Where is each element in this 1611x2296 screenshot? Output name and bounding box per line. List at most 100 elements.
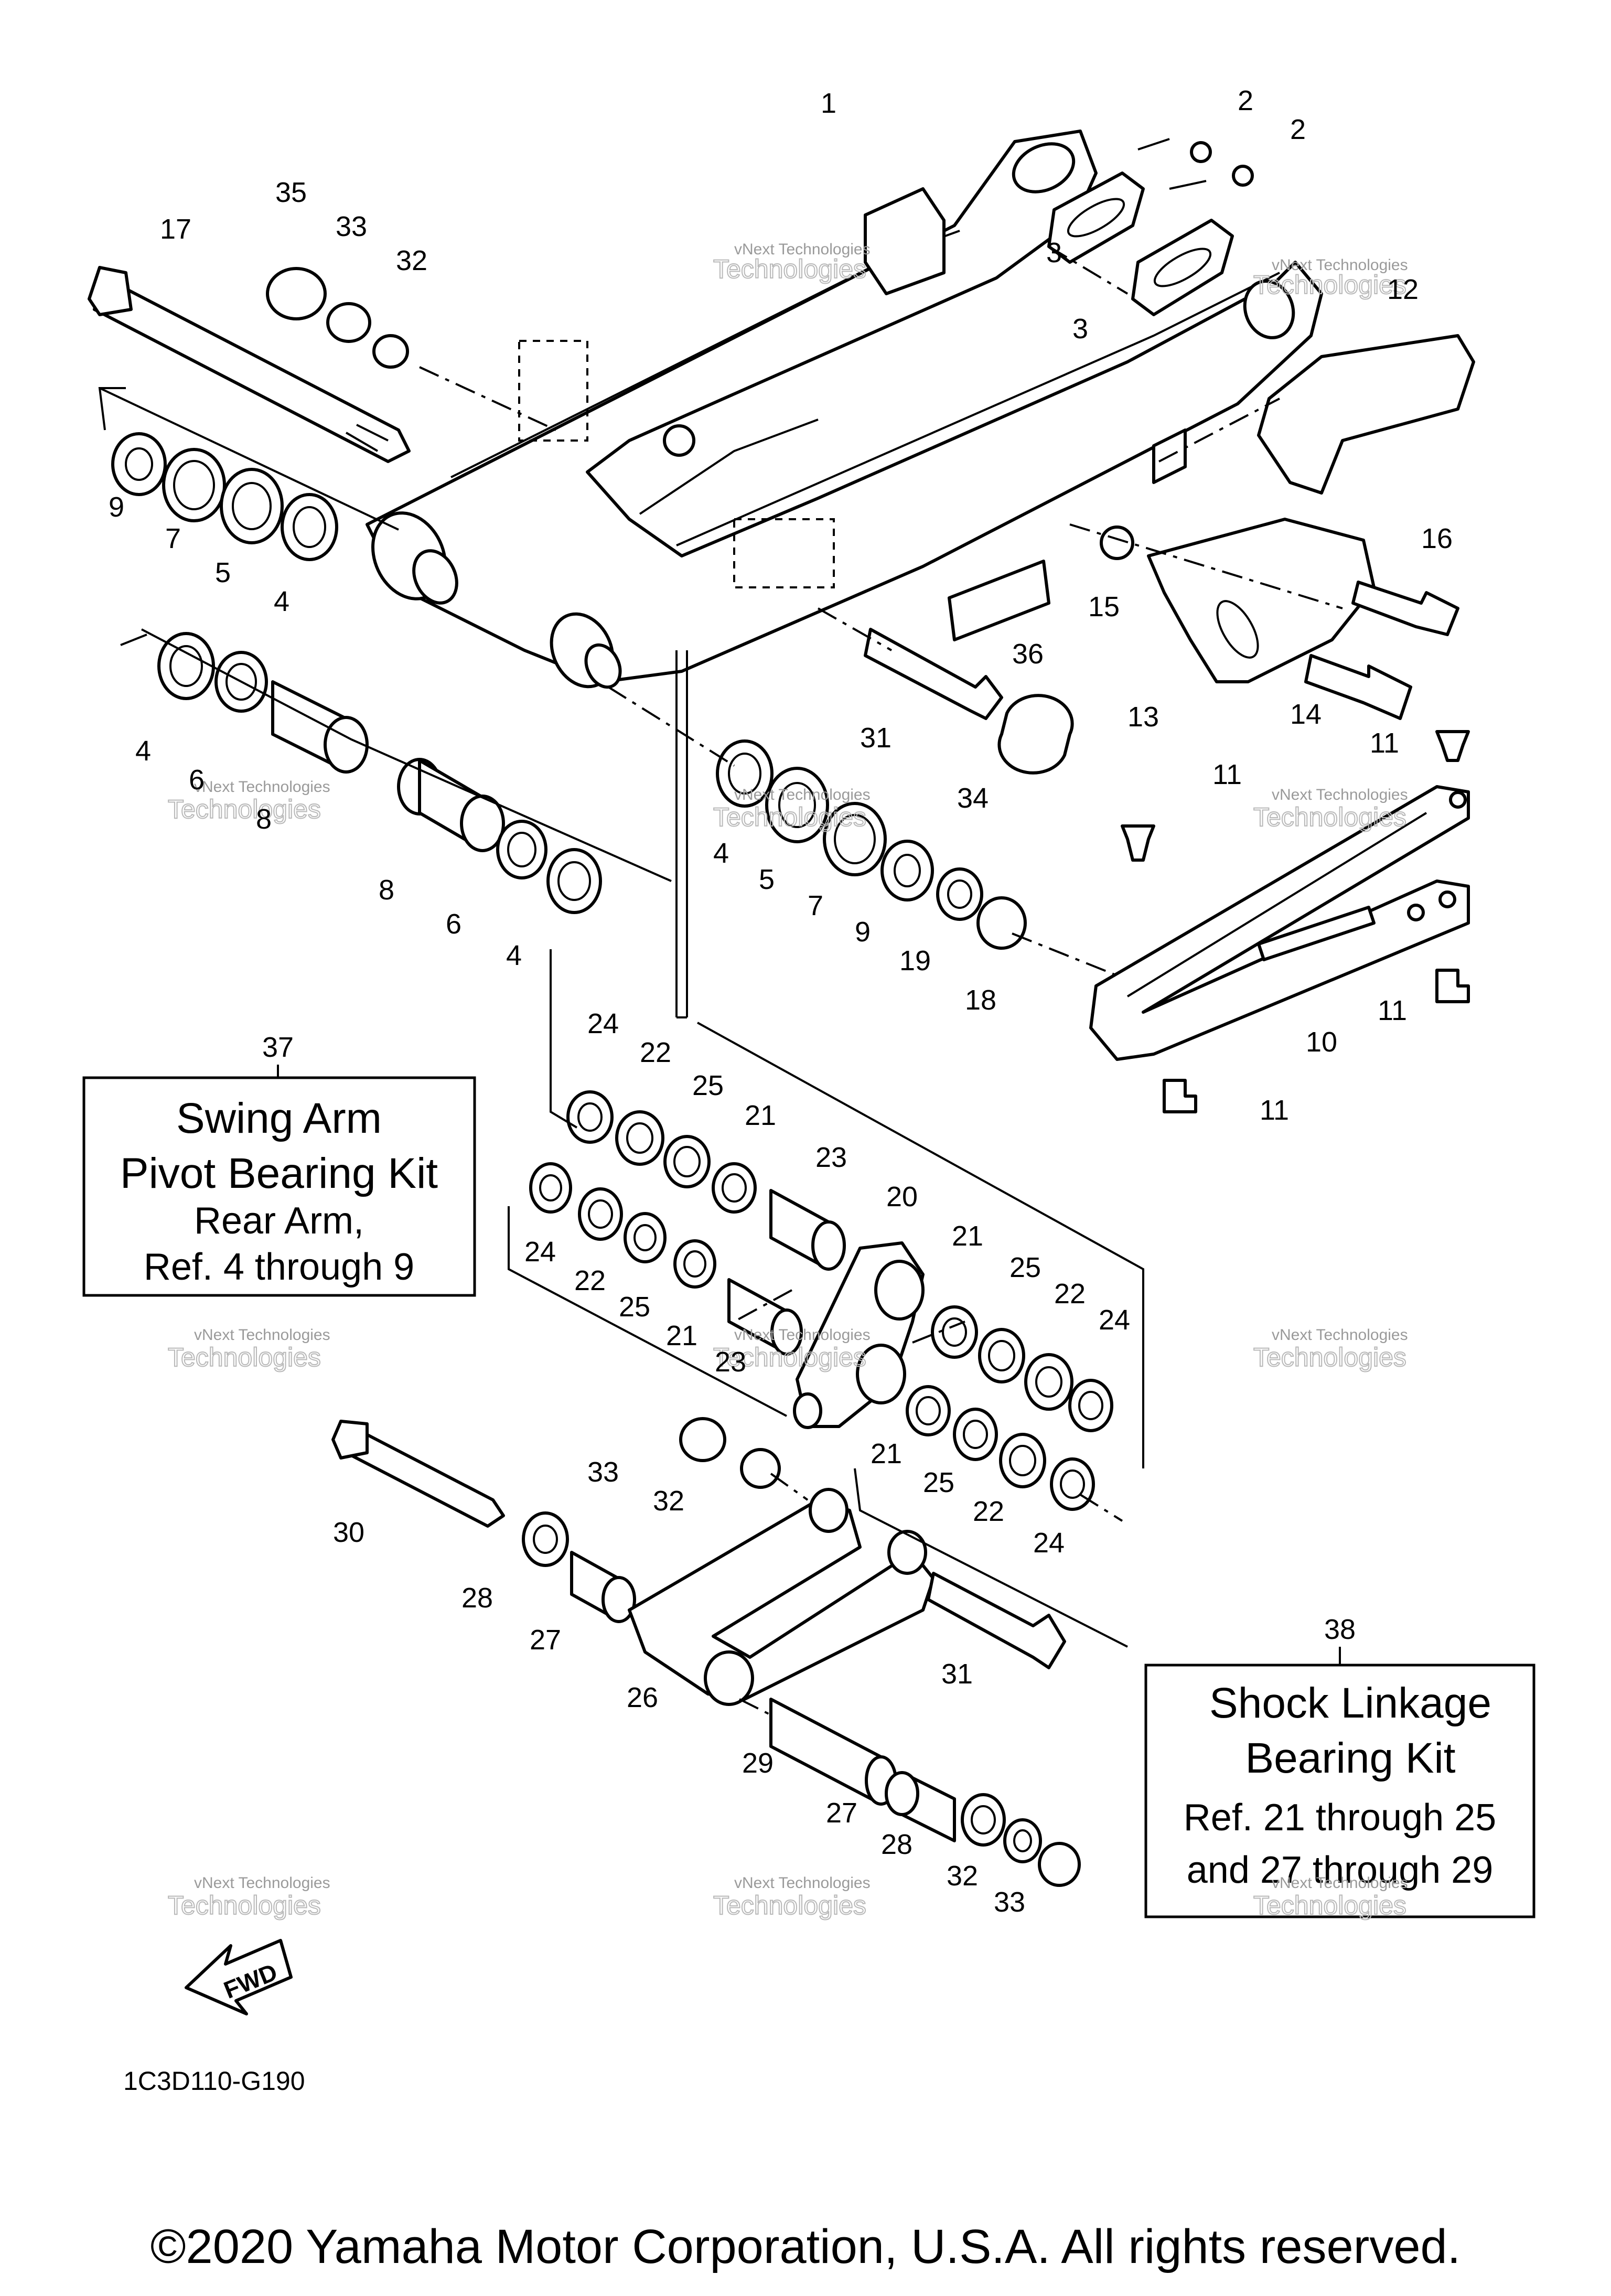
watermark: Technologies xyxy=(713,1343,866,1372)
bolt-16 xyxy=(1351,581,1459,636)
bolt-14 xyxy=(1304,654,1412,720)
callout-17: 17 xyxy=(160,213,191,245)
callout-21: 21 xyxy=(745,1100,776,1131)
callout-32: 32 xyxy=(947,1860,978,1892)
callout-25: 25 xyxy=(692,1070,724,1101)
callout-23: 23 xyxy=(815,1142,847,1173)
callout-2: 2 xyxy=(1290,114,1306,145)
callout-36: 36 xyxy=(1012,638,1044,670)
lower-left-bearings xyxy=(157,632,602,914)
watermark: Technologies xyxy=(713,254,866,284)
drawing-code: 1C3D110-G190 xyxy=(123,2066,305,2096)
screw-11a xyxy=(1435,730,1470,762)
chain-adjuster-plates xyxy=(1047,138,1254,316)
callout-10: 10 xyxy=(1306,1026,1337,1058)
chain-guide xyxy=(1257,334,1475,495)
callout-18: 18 xyxy=(965,984,996,1016)
watermark: vNext Technologies xyxy=(734,1326,871,1344)
callout-22: 22 xyxy=(1054,1278,1086,1310)
watermark: Technologies xyxy=(1253,802,1406,832)
callout-34: 34 xyxy=(957,782,989,814)
left-pivot-bearings xyxy=(111,432,338,561)
kit-38-line1: Shock Linkage xyxy=(1209,1679,1491,1727)
chain-guide-bracket xyxy=(1147,518,1376,683)
watermark: vNext Technologies xyxy=(734,1874,871,1892)
watermark: vNext Technologies xyxy=(1272,1874,1408,1892)
kit-37-line4: Ref. 4 through 9 xyxy=(144,1246,414,1288)
watermark: Technologies xyxy=(713,802,866,832)
watermark: vNext Technologies xyxy=(194,1326,330,1344)
callout-4: 4 xyxy=(274,586,289,617)
kit-37-line2: Pivot Bearing Kit xyxy=(120,1150,438,1197)
collar-35 xyxy=(266,267,327,320)
nut-33 xyxy=(326,302,371,343)
callout-31: 31 xyxy=(860,722,892,754)
fwd-arrow-icon: FWD xyxy=(185,1939,293,2015)
callout-14: 14 xyxy=(1290,699,1322,730)
callout-22: 22 xyxy=(574,1265,606,1296)
callout-16: 16 xyxy=(1421,523,1453,554)
callout-12: 12 xyxy=(1387,274,1419,305)
callout-11: 11 xyxy=(1370,727,1399,759)
watermark: vNext Technologies xyxy=(734,786,871,803)
callout-15: 15 xyxy=(1088,591,1120,623)
watermark: Technologies xyxy=(1253,270,1406,299)
callout-27: 27 xyxy=(530,1624,561,1656)
callout-21: 21 xyxy=(666,1320,697,1351)
callout-33: 33 xyxy=(336,211,367,242)
callout-11: 11 xyxy=(1378,995,1407,1026)
callout-21: 21 xyxy=(871,1438,902,1469)
watermark: Technologies xyxy=(713,1891,866,1920)
callout-25: 25 xyxy=(619,1291,650,1323)
callout-24: 24 xyxy=(524,1236,556,1268)
copyright-footer: ©2020 Yamaha Motor Corporation, U.S.A. A… xyxy=(151,2220,1460,2273)
callout-8: 8 xyxy=(379,874,394,906)
watermark: Technologies xyxy=(168,795,321,824)
connecting-rod-group xyxy=(331,1417,1081,1887)
callout-5: 5 xyxy=(215,557,231,588)
callout-5: 5 xyxy=(759,864,775,895)
callout-29: 29 xyxy=(742,1747,774,1779)
watermark: vNext Technologies xyxy=(1272,256,1408,274)
callout-2: 2 xyxy=(1238,85,1253,116)
watermark: Technologies xyxy=(168,1343,321,1372)
washer-32 xyxy=(372,334,409,369)
callout-33: 33 xyxy=(994,1886,1025,1918)
callout-24: 24 xyxy=(1033,1527,1065,1559)
kit-38-box: 38 Shock Linkage Bearing Kit Ref. 21 thr… xyxy=(1144,1614,1535,1918)
callout-25: 25 xyxy=(923,1467,954,1498)
watermark: Technologies xyxy=(1253,1891,1406,1920)
kit-37-line3: Rear Arm, xyxy=(194,1200,364,1242)
center-lines xyxy=(98,245,1343,1716)
pivot-shaft xyxy=(88,266,411,463)
callout-22: 22 xyxy=(973,1496,1004,1527)
callout-1: 1 xyxy=(821,88,836,119)
callout-24: 24 xyxy=(1099,1304,1130,1336)
watermarks: vNext Technologies Technologies vNext Te… xyxy=(167,241,1408,1921)
watermark: vNext Technologies xyxy=(734,241,871,258)
watermark: Technologies xyxy=(1253,1343,1406,1372)
watermark: vNext Technologies xyxy=(194,1874,330,1892)
washer-15 xyxy=(1100,525,1134,560)
kit-38-line3: Ref. 21 through 25 xyxy=(1184,1797,1496,1839)
callout-20: 20 xyxy=(886,1181,918,1213)
callout-13: 13 xyxy=(1127,701,1159,733)
callout-33: 33 xyxy=(587,1456,619,1488)
callout-19: 19 xyxy=(899,945,931,977)
screw-11c xyxy=(1435,969,1470,1003)
watermark: vNext Technologies xyxy=(194,778,330,796)
callout-23: 23 xyxy=(715,1346,746,1378)
callout-22: 22 xyxy=(640,1037,671,1068)
label-36 xyxy=(948,560,1050,641)
callout-9: 9 xyxy=(109,491,124,523)
callout-7: 7 xyxy=(808,890,823,921)
callout-32: 32 xyxy=(653,1485,684,1517)
callout-31: 31 xyxy=(941,1658,973,1690)
callout-6: 6 xyxy=(189,764,205,796)
callout-4: 4 xyxy=(135,735,151,767)
kit-37-line1: Swing Arm xyxy=(176,1095,382,1142)
callout-3: 3 xyxy=(1046,237,1062,269)
